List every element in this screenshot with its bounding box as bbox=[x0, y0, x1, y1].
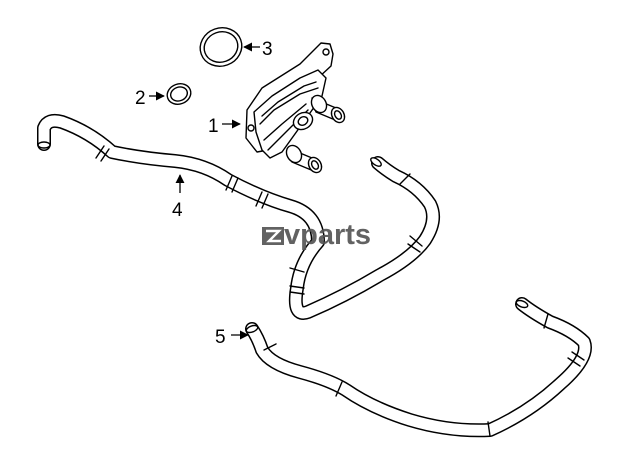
callout-4-label: 4 bbox=[172, 200, 183, 221]
callout-2: 2 bbox=[135, 88, 165, 109]
callout-5-label: 5 bbox=[215, 327, 226, 348]
watermark: vparts bbox=[262, 219, 371, 251]
callout-5: 5 bbox=[215, 327, 249, 348]
coolant-hose-lower bbox=[245, 297, 592, 438]
callout-1-label: 1 bbox=[208, 116, 219, 137]
callout-2-label: 2 bbox=[135, 88, 146, 109]
callout-3: 3 bbox=[243, 39, 273, 60]
watermark-text: vparts bbox=[284, 219, 371, 251]
callout-4: 4 bbox=[172, 174, 185, 221]
o-ring-small bbox=[166, 83, 192, 105]
o-ring-large bbox=[199, 27, 243, 67]
callout-1: 1 bbox=[208, 116, 241, 137]
callout-3-label: 3 bbox=[262, 39, 273, 60]
oil-cooler bbox=[245, 42, 346, 174]
ez-logo-icon bbox=[262, 227, 284, 245]
coolant-hose-upper bbox=[37, 113, 441, 320]
